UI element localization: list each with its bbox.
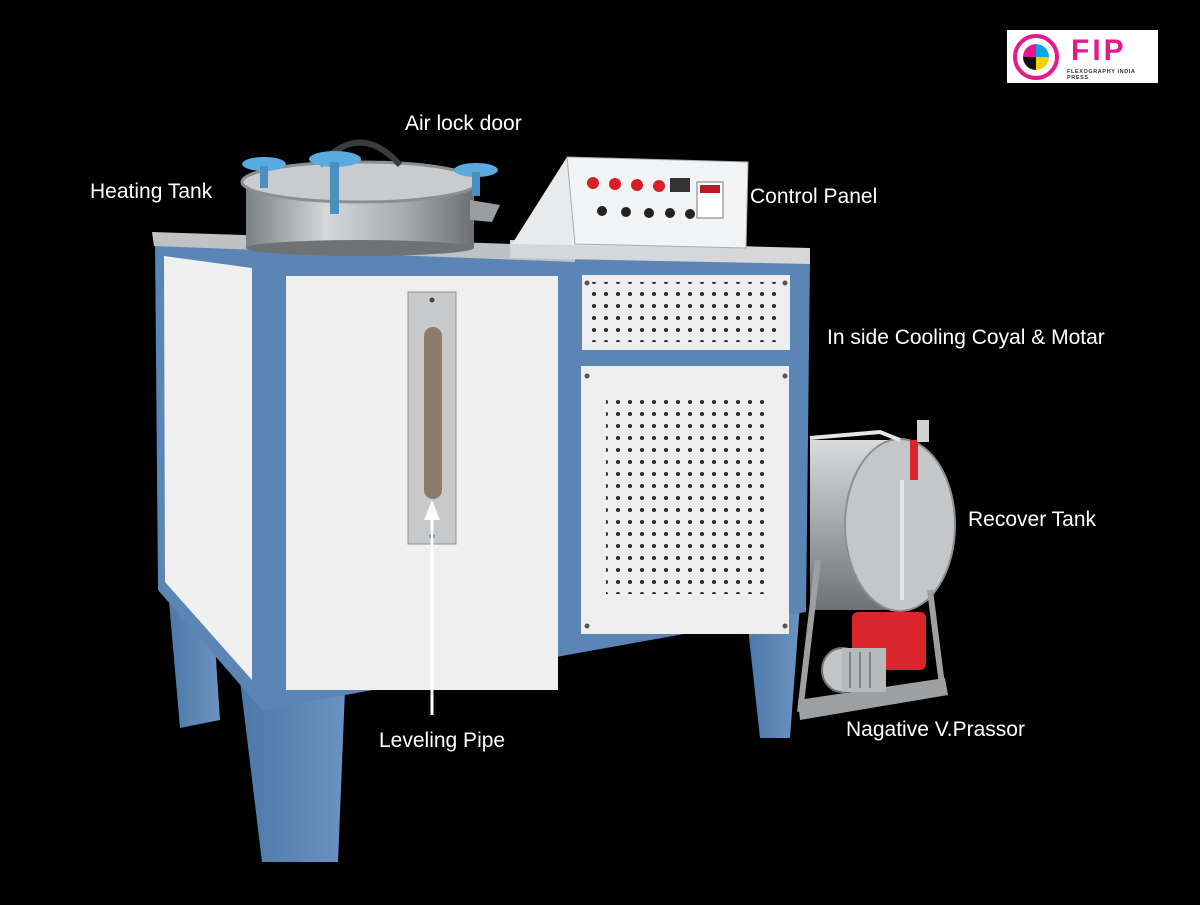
leveling-pipe-label: Leveling Pipe — [379, 729, 506, 752]
lid-knobs — [242, 151, 498, 214]
leveling-pipe-arrow — [424, 500, 440, 715]
heating-tank — [240, 139, 500, 256]
air-lock-door-label: Air lock door — [405, 112, 522, 135]
fip-logo-text: FIP — [1071, 34, 1127, 67]
control-panel-unit — [512, 156, 749, 249]
negative-pressor-label: Nagative V.Prassor — [846, 718, 1025, 741]
heating-tank-label: Heating Tank — [90, 180, 213, 203]
fip-logo-tagline: FLEXOGRAPHY INDIA PRESS — [1067, 69, 1136, 81]
fip-logo-mark-icon — [1013, 34, 1059, 80]
machine-body — [155, 240, 810, 710]
cooling-label: In side Cooling Coyal & Motar — [827, 326, 1105, 349]
vacuum-pump — [797, 559, 948, 720]
recover-tank — [809, 420, 956, 612]
control-panel-label: Control Panel — [750, 185, 878, 208]
recover-tank-label: Recover Tank — [968, 508, 1097, 531]
fip-logo: FIP FLEXOGRAPHY INDIA PRESS — [1007, 30, 1158, 83]
